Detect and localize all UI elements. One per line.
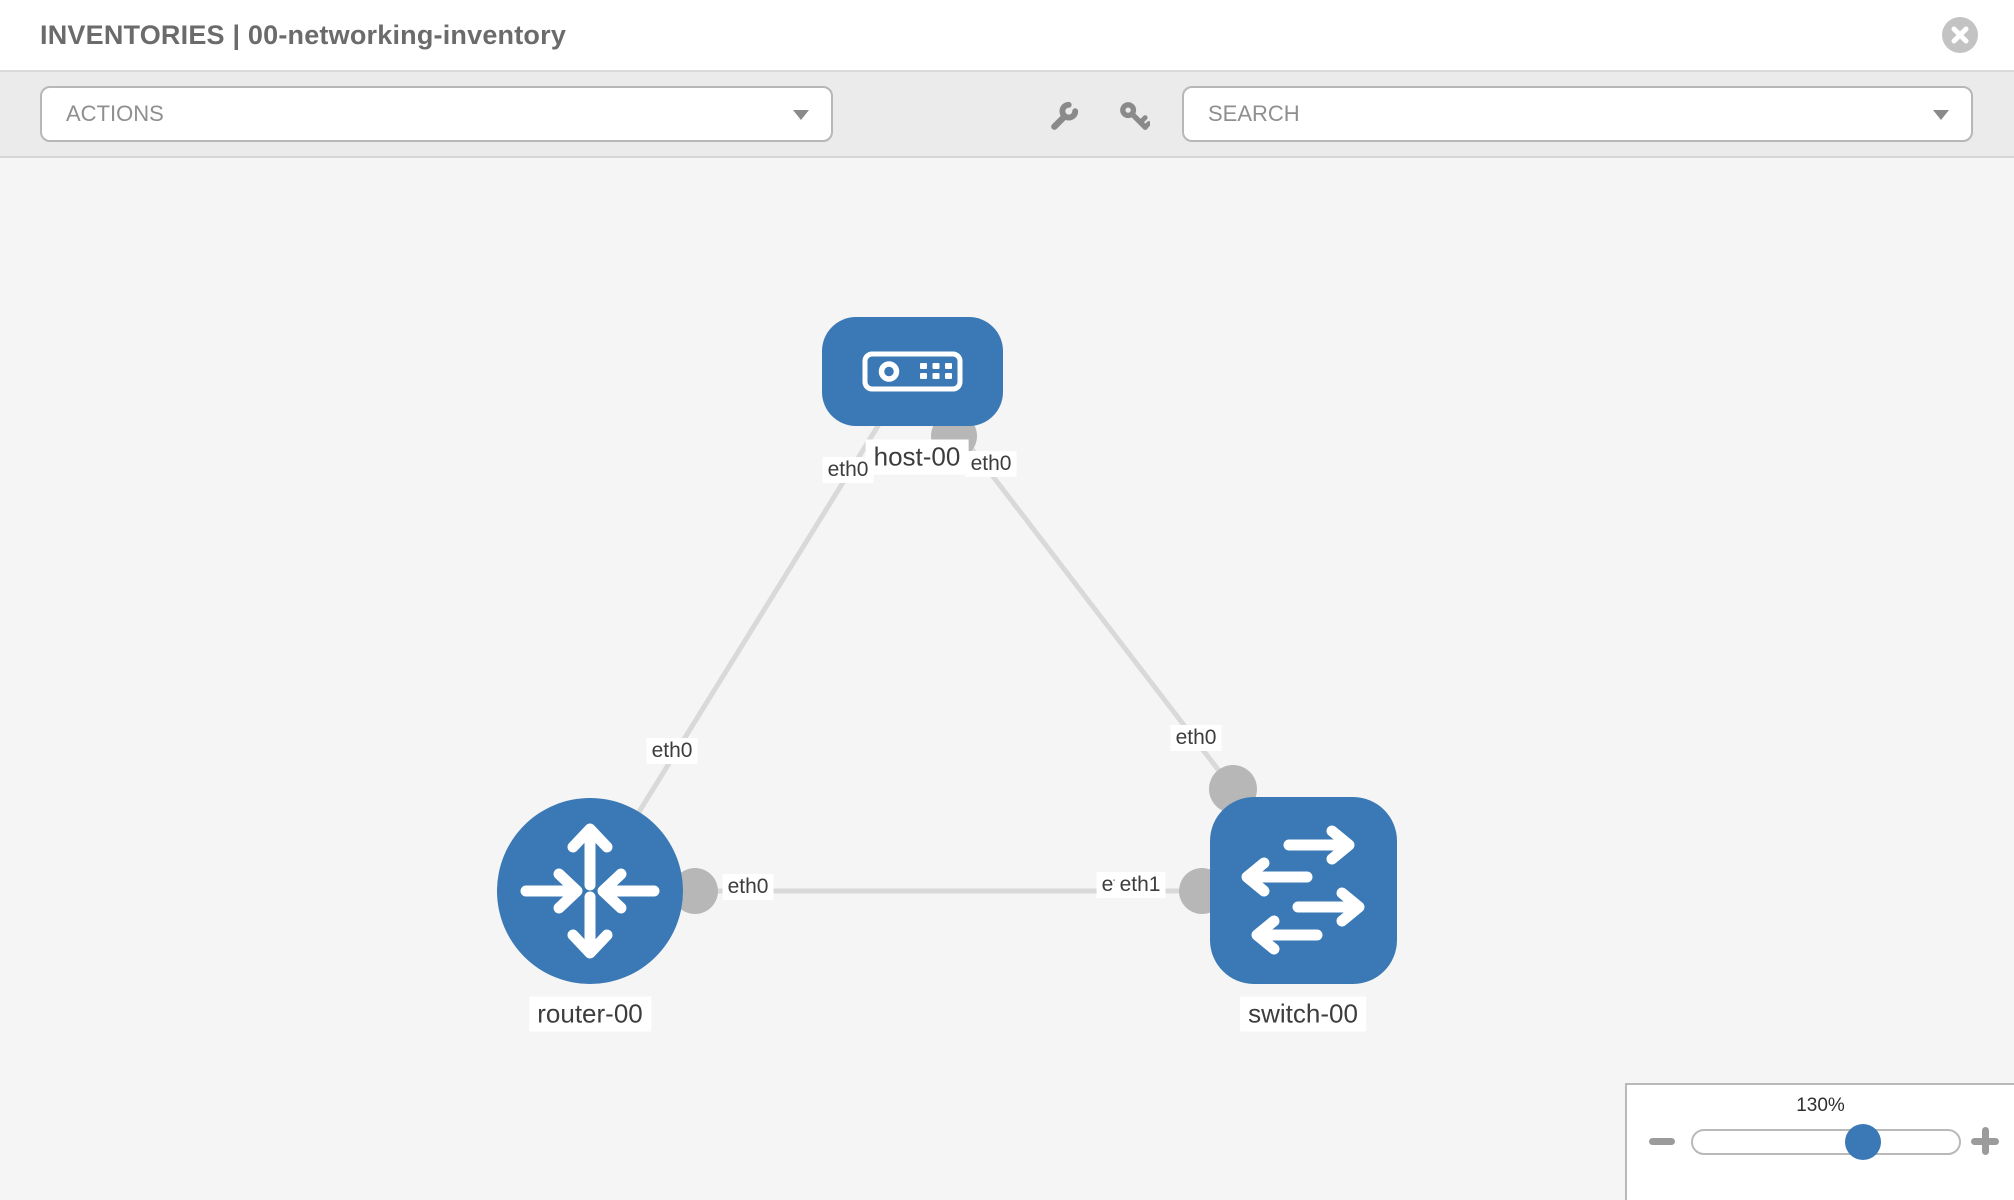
page-title: INVENTORIES | 00-networking-inventory bbox=[40, 20, 567, 50]
header: INVENTORIES | 00-networking-inventory bbox=[0, 0, 2014, 72]
actions-dropdown[interactable]: ACTIONS bbox=[40, 86, 833, 142]
interface-label: eth0 bbox=[1170, 725, 1222, 751]
switch-icon bbox=[1241, 825, 1365, 955]
node-host[interactable] bbox=[822, 317, 1003, 426]
wrench-icon[interactable] bbox=[1048, 100, 1080, 132]
topology-canvas[interactable]: eth0 eth0 eth0 eth0 eth0 eth0 eth1 host-… bbox=[0, 158, 2014, 1200]
close-button[interactable] bbox=[1942, 17, 1978, 53]
interface-connectors bbox=[672, 413, 1257, 914]
key-icon[interactable] bbox=[1118, 100, 1150, 132]
interface-label: eth0 bbox=[722, 874, 774, 900]
chevron-down-icon bbox=[793, 110, 809, 120]
chevron-down-icon bbox=[1933, 110, 1949, 120]
zoom-level: 130% bbox=[1796, 1095, 1845, 1116]
router-icon bbox=[520, 823, 660, 959]
zoom-slider[interactable] bbox=[1691, 1124, 1961, 1160]
host-icon bbox=[862, 351, 963, 392]
zoom-slider-knob[interactable] bbox=[1845, 1124, 1881, 1160]
node-label-router: router-00 bbox=[529, 996, 651, 1032]
node-router[interactable] bbox=[497, 798, 683, 984]
zoom-in-icon[interactable] bbox=[1971, 1127, 1999, 1155]
node-label-switch: switch-00 bbox=[1240, 996, 1366, 1032]
interface-label: eth0 bbox=[965, 451, 1017, 477]
zoom-panel: 130% bbox=[1625, 1083, 2014, 1200]
search-dropdown[interactable]: SEARCH bbox=[1182, 86, 1973, 142]
toolbar: ACTIONS SEARCH bbox=[0, 72, 2014, 158]
zoom-out-icon[interactable] bbox=[1649, 1138, 1675, 1145]
interface-label: eth0 bbox=[822, 457, 874, 483]
connector-router-right bbox=[672, 868, 718, 914]
node-label-host: host-00 bbox=[865, 439, 969, 475]
interface-label: eth1 bbox=[1114, 872, 1166, 898]
search-dropdown-label: SEARCH bbox=[1208, 101, 1300, 126]
actions-dropdown-label: ACTIONS bbox=[66, 101, 164, 126]
interface-label: eth0 bbox=[646, 738, 698, 764]
node-switch[interactable] bbox=[1210, 797, 1397, 984]
close-icon bbox=[1951, 26, 1969, 44]
